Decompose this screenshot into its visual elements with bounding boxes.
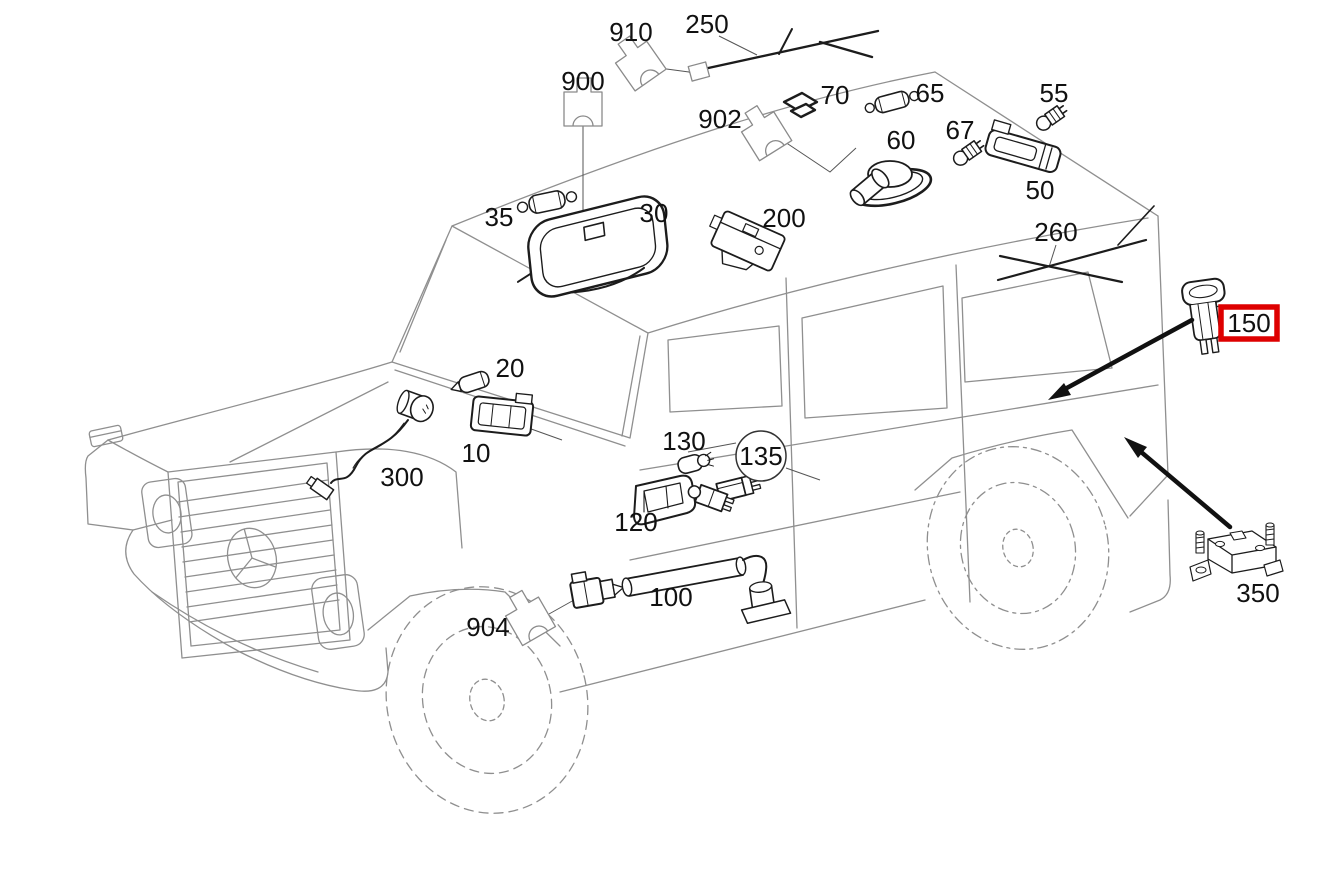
pointer-arrow-350: [1124, 437, 1233, 530]
brand-star-emblem: [226, 527, 278, 589]
part-label-902[interactable]: 902: [698, 104, 741, 134]
part-label-30[interactable]: 30: [640, 198, 669, 228]
part-label-350[interactable]: 350: [1236, 578, 1279, 608]
front-wheel: [385, 586, 589, 814]
antenna-wire-250[interactable]: [687, 28, 880, 82]
plug-connector-910-icon[interactable]: [608, 30, 667, 92]
wedge-bulb-67-icon[interactable]: [951, 138, 986, 168]
plug-connector-904-icon[interactable]: [499, 585, 557, 647]
callout-circle-135[interactable]: [735, 430, 787, 482]
part-label-10[interactable]: 10: [462, 438, 491, 468]
entry-lamp-120-icon[interactable]: [633, 474, 735, 526]
part-label-904[interactable]: 904: [466, 612, 509, 642]
vehicle-outline: [84, 71, 1171, 814]
part-label-120[interactable]: 120: [614, 507, 657, 537]
rear-wheel: [926, 446, 1110, 650]
part-label-70[interactable]: 70: [821, 80, 850, 110]
microphone-300-icon[interactable]: [305, 388, 436, 501]
left-headlight: [141, 477, 193, 549]
switch-module-350-icon[interactable]: [1189, 522, 1284, 582]
part-label-100[interactable]: 100: [649, 582, 692, 612]
flexible-lamp-100-icon[interactable]: [568, 554, 792, 625]
license-plate-lamp-50-icon[interactable]: [984, 119, 1065, 174]
part-label-135[interactable]: 135: [739, 441, 782, 471]
part-labels: 910 250 900 902 70 65 55 67 60 50 35 30 …: [380, 9, 1279, 642]
wedge-bulb-55-icon[interactable]: [1034, 103, 1069, 133]
cover-clip-70-icon[interactable]: [782, 91, 819, 119]
part-label-67[interactable]: 67: [946, 115, 975, 145]
part-label-60[interactable]: 60: [887, 125, 916, 155]
festoon-bulb-20-icon[interactable]: [449, 370, 491, 397]
part-label-900[interactable]: 900: [561, 66, 604, 96]
part-label-300[interactable]: 300: [380, 462, 423, 492]
festoon-bulb-35-icon[interactable]: [516, 187, 578, 217]
part-label-20[interactable]: 20: [496, 353, 525, 383]
plug-connector-900-icon[interactable]: [563, 77, 603, 127]
part-label-50[interactable]: 50: [1026, 175, 1055, 205]
part-label-150[interactable]: 150: [1227, 308, 1270, 338]
plug-connector-902-icon[interactable]: [734, 100, 793, 162]
festoon-bulb-65-icon[interactable]: [863, 87, 920, 117]
part-label-200[interactable]: 200: [762, 203, 805, 233]
bulb-130-icon[interactable]: [676, 450, 715, 475]
part-label-130[interactable]: 130: [662, 426, 705, 456]
window-antenna-260[interactable]: [996, 205, 1155, 284]
overhead-dome-lamp-icon[interactable]: [512, 191, 670, 308]
highlight-box-150[interactable]: [1218, 304, 1280, 342]
part-label-35[interactable]: 35: [485, 202, 514, 232]
part-label-910[interactable]: 910: [609, 17, 652, 47]
sensor-module-200-icon[interactable]: [698, 207, 786, 283]
pointer-arrow-150: [1048, 317, 1195, 400]
part-label-55[interactable]: 55: [1040, 78, 1069, 108]
interior-lamp-10-icon[interactable]: [469, 389, 535, 437]
right-headlight: [311, 574, 365, 650]
part-label-260[interactable]: 260: [1034, 217, 1077, 247]
roof-antenna-base-60-icon[interactable]: [846, 160, 934, 213]
turn-signal-lamp: [88, 424, 124, 448]
part-label-250[interactable]: 250: [685, 9, 728, 39]
part-label-65[interactable]: 65: [916, 78, 945, 108]
